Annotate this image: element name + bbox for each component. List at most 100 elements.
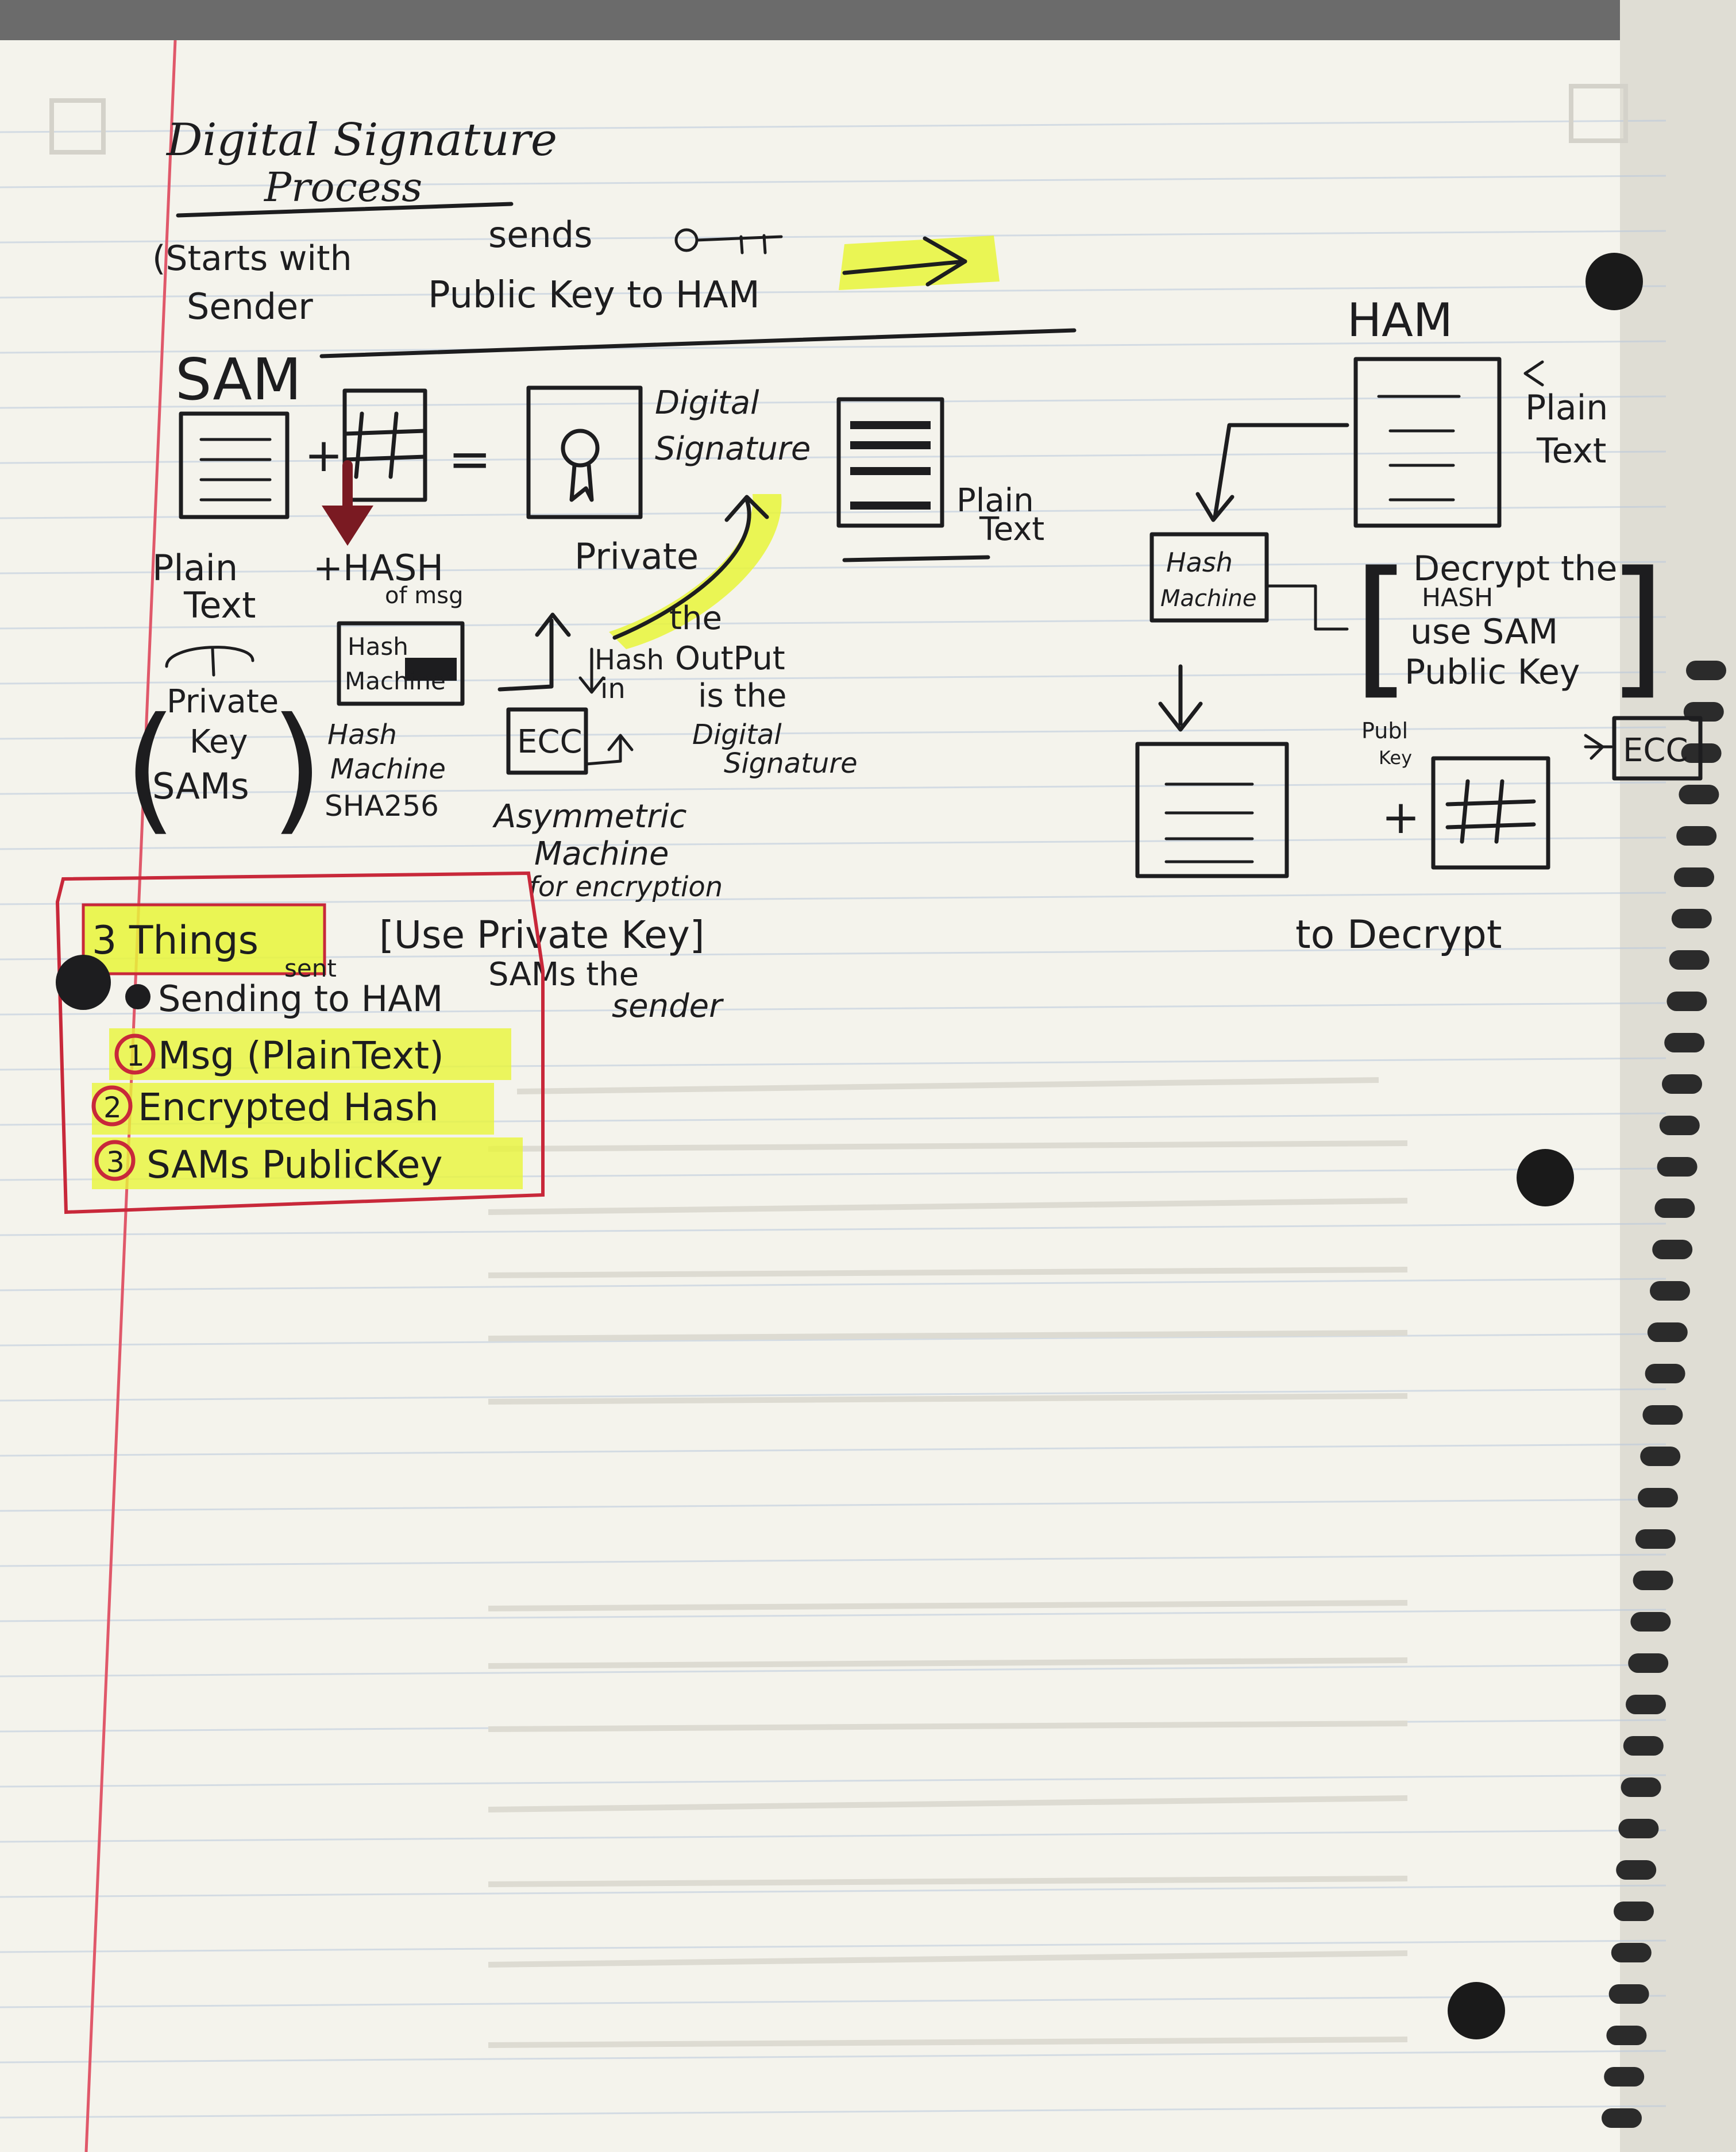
spiral-coil (1616, 1860, 1657, 1880)
bullet-dot (125, 984, 151, 1009)
top-edge-shadow (0, 0, 1736, 40)
sends-public-key-label: Public Key to HAM (428, 274, 760, 317)
starts-with-line-2: Sender (187, 286, 313, 327)
asymmetric-label-2: Machine (534, 835, 669, 873)
ruled-line (0, 836, 1666, 850)
hash-in-label-1: Hash (595, 644, 664, 676)
ruled-line (0, 892, 1666, 905)
ruled-lines (0, 119, 1666, 2119)
plain-text-mid-1: Plain (956, 482, 1034, 519)
use-private-key-3: sender (612, 988, 724, 1025)
digital-signature-label-2: Signature (655, 430, 811, 468)
spiral-coil (1608, 1984, 1649, 2004)
item-1-highlight (109, 1028, 511, 1080)
binder-hole (1585, 253, 1643, 310)
output-label-4: Digital (692, 719, 782, 751)
ruled-line (0, 1829, 1666, 1843)
spiral-coil (1686, 661, 1726, 680)
spiral-coil (1657, 1157, 1698, 1177)
private-key-label-1: Private (167, 683, 279, 720)
item-3-text: SAMs PublicKey (146, 1143, 443, 1187)
spiral-binding (1602, 661, 1726, 2128)
red-arrow-icon (322, 460, 373, 546)
item-2-text: Encrypted Hash (138, 1085, 439, 1129)
ruled-line (0, 175, 1666, 188)
spiral-coil (1666, 992, 1707, 1011)
spiral-coil (1606, 2026, 1647, 2045)
spiral-coil (1628, 1653, 1669, 1673)
spiral-coil (1664, 1033, 1705, 1052)
ecc-arrow-icon (584, 734, 634, 766)
three-things-outline (82, 903, 326, 975)
arrow-right-icon (842, 236, 967, 287)
spiral-coil (1679, 785, 1719, 804)
hash-of-msg-label: +HASH (313, 547, 443, 589)
spiral-coil (1602, 2108, 1642, 2128)
hash-of-msg-sub: of msg (385, 583, 463, 609)
ruled-line (0, 1884, 1666, 1898)
ham-plain-text-document-icon (1353, 357, 1502, 528)
item-1-text: Msg (PlainText) (158, 1033, 444, 1078)
ruled-line (0, 1939, 1666, 1953)
plain-text-left-1: Plain (152, 547, 238, 589)
item-3-badge (94, 1140, 136, 1181)
digital-signature-label-1: Digital (655, 384, 759, 422)
item-2-badge (91, 1085, 133, 1127)
decrypt-label-4: Public Key (1405, 652, 1580, 692)
ruled-line (0, 1388, 1666, 1402)
spiral-coil (1674, 867, 1714, 887)
signed-document-icon (836, 397, 944, 528)
decrypt-label-2: HASH (1422, 583, 1493, 612)
ruled-line (0, 781, 1666, 795)
starts-with-line-1: (Starts with (152, 238, 352, 279)
hash-machine-box-label-1: Hash (348, 633, 408, 661)
ruled-line (0, 1222, 1666, 1236)
private-key-label-2: Key (190, 723, 248, 761)
to-decrypt-label: to Decrypt (1295, 912, 1502, 958)
ruled-line (0, 561, 1666, 574)
plain-text-left-2: Text (183, 584, 256, 626)
item-3-number: 3 (106, 1146, 125, 1179)
output-label-1: the (669, 600, 722, 637)
asymmetric-label-1: Asymmetric (492, 798, 687, 835)
ruled-line (0, 1498, 1666, 1512)
doc-to-hash-arrow (1195, 423, 1349, 522)
private-key-brace-right: ) (270, 688, 324, 849)
spiral-coil (1640, 1447, 1681, 1466)
ruled-line (0, 1995, 1666, 2008)
spiral-coil (1638, 1488, 1678, 1507)
item-3-highlight (92, 1137, 523, 1189)
ruled-line (0, 1553, 1666, 1567)
hash-machine-label-3: SHA256 (325, 789, 439, 823)
sending-to-ham: Sending to HAM (158, 978, 443, 1020)
spiral-coil (1635, 1529, 1676, 1549)
spiral-coil (1604, 2067, 1645, 2087)
right-hash-machine-box (1149, 532, 1269, 623)
output-label-2: OutPut (675, 640, 785, 677)
hash-machine-label-2: Machine (330, 753, 446, 785)
curve-arrow-head (724, 495, 769, 522)
spiral-coil (1642, 1405, 1683, 1425)
item-1-badge (114, 1033, 156, 1075)
three-things-box (55, 871, 545, 1214)
item-1-number: 1 (126, 1039, 145, 1073)
private-label: Private (574, 535, 699, 577)
ruled-line (0, 1774, 1666, 1788)
hash-to-decrypt-line (1265, 584, 1349, 631)
key-icon (674, 228, 783, 254)
ham-label: HAM (1347, 294, 1453, 347)
sam-label: SAM (175, 346, 302, 413)
pub-key-label-1: Publ (1361, 718, 1408, 743)
spiral-coil (1645, 1364, 1685, 1383)
scribble-dot-icon (56, 955, 111, 1010)
spiral-coil (1652, 1240, 1693, 1259)
right-down-arrow (1158, 664, 1203, 732)
spiral-coil (1630, 1612, 1671, 1632)
spiral-coil (1633, 1571, 1673, 1590)
use-private-key-2: SAMs the (488, 956, 639, 993)
ruled-line (0, 1333, 1666, 1347)
plus-sign: + (304, 429, 343, 482)
ruled-line (0, 340, 1666, 354)
ruled-line (0, 395, 1666, 409)
